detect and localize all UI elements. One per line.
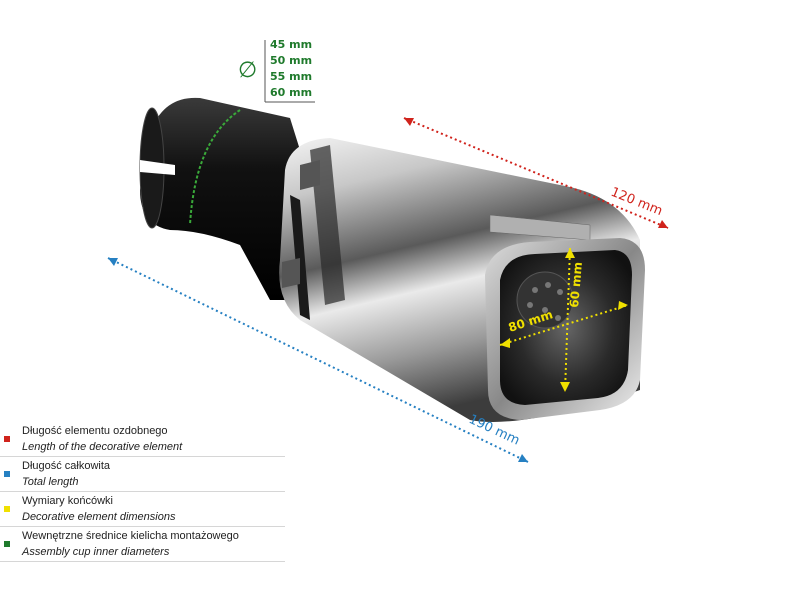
legend-label-pl: Wewnętrzne średnice kielicha montażowego <box>22 530 239 542</box>
diameter-value-55: 55 mm <box>270 70 313 83</box>
legend-item-decorative-length: Długość elementu ozdobnego Length of the… <box>0 422 285 457</box>
outlet-face <box>485 238 645 420</box>
legend: Długość elementu ozdobnego Length of the… <box>0 422 285 562</box>
red-square-icon <box>4 436 10 442</box>
inlet-pipe <box>139 97 300 300</box>
height-label: 60 mm <box>567 261 585 308</box>
diameter-icon: ∅ <box>238 58 258 83</box>
legend-item-cup-diameters: Wewnętrzne średnice kielicha montażowego… <box>0 527 285 562</box>
legend-item-total-length: Długość całkowita Total length <box>0 457 285 492</box>
legend-label-pl: Długość całkowita <box>22 460 111 472</box>
legend-label-en: Decorative element dimensions <box>22 511 176 523</box>
legend-label-pl: Długość elementu ozdobnego <box>22 425 168 437</box>
legend-label-en: Total length <box>22 476 79 488</box>
legend-label-pl: Wymiary końcówki <box>22 495 113 507</box>
legend-item-tip-dimensions: Wymiary końcówki Decorative element dime… <box>0 492 285 527</box>
legend-label-en: Assembly cup inner diameters <box>22 546 170 558</box>
green-square-icon <box>4 541 10 547</box>
diameter-value-60: 60 mm <box>270 86 313 99</box>
diameter-ring <box>189 109 241 226</box>
legend-label-en: Length of the decorative element <box>22 441 183 453</box>
yellow-square-icon <box>4 506 10 512</box>
yellow-dimensions: 80 mm 60 mm <box>499 247 629 393</box>
diameter-value-50: 50 mm <box>270 54 313 67</box>
blue-square-icon <box>4 471 10 477</box>
diameter-value-45: 45 mm <box>270 38 313 51</box>
